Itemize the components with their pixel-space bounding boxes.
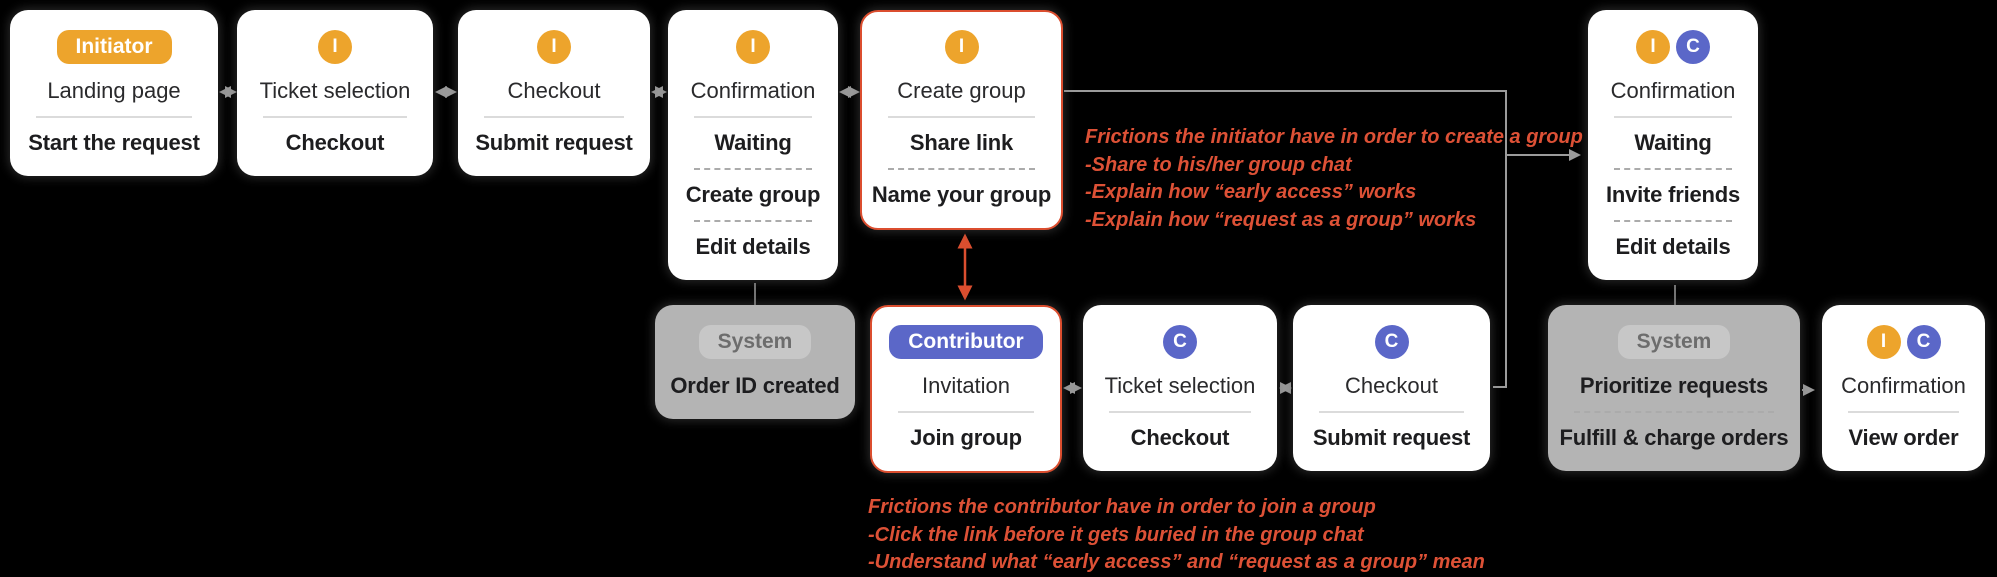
note-contributor-frictions[interactable]: Frictions the contributor have in order … (868, 494, 1485, 577)
card-title: Invitation (921, 373, 1011, 398)
contributor-badge: C (1374, 325, 1409, 359)
card-ticket-selection-contributor[interactable]: C Ticket selection Checkout (1083, 305, 1277, 471)
divider (36, 116, 192, 118)
card-action: View order (1848, 425, 1959, 450)
contributor-badge: Contributor (889, 325, 1043, 359)
card-action: Submit request (1312, 425, 1471, 450)
initiator-badge: Initiator (56, 30, 172, 64)
card-title: Landing page (47, 78, 181, 103)
note-line: Frictions the initiator have in order to… (1085, 126, 1583, 148)
contributor-badge: C (1676, 30, 1710, 64)
divider (484, 116, 624, 118)
card-action: Waiting (1634, 130, 1712, 155)
note-line: -Explain how “early access” works (1085, 181, 1417, 203)
divider (1614, 116, 1732, 118)
initiator-badge: I (736, 30, 770, 64)
system-badge: System (698, 325, 812, 359)
card-action: Order ID created (670, 373, 840, 398)
card-title: Checkout (507, 78, 601, 103)
card-system-order-id[interactable]: System Order ID created (655, 305, 855, 419)
card-action: Fulfill & charge orders (1559, 425, 1789, 450)
divider-dashed (694, 168, 812, 170)
note-line: -Click the link before it gets buried in… (868, 523, 1364, 546)
divider-dashed (1614, 220, 1732, 222)
card-confirmation-initiator-contributor[interactable]: I C Confirmation Waiting Invite friends … (1588, 10, 1758, 280)
card-title: Confirmation (690, 78, 816, 103)
card-action: Waiting (714, 130, 792, 155)
card-action: Prioritize requests (1579, 373, 1769, 398)
card-action: Join group (910, 425, 1022, 450)
card-title: Confirmation (1841, 373, 1966, 398)
divider-dashed (1574, 411, 1774, 413)
card-title: Confirmation (1610, 78, 1736, 103)
initiator-badge: I (318, 30, 352, 64)
divider (898, 411, 1034, 413)
divider (263, 116, 407, 118)
card-action: Edit details (1615, 234, 1731, 259)
card-action: Invite friends (1605, 182, 1741, 207)
note-line: Frictions the contributor have in order … (868, 496, 1376, 518)
card-action: Edit details (695, 234, 811, 259)
card-title: Checkout (1345, 373, 1438, 398)
card-create-group[interactable]: I Create group Share link Name your grou… (860, 10, 1063, 230)
divider (694, 116, 812, 118)
divider-dashed (1614, 168, 1732, 170)
card-title: Ticket selection (259, 78, 411, 103)
contributor-badge: C (1163, 325, 1197, 359)
card-action: Checkout (1130, 425, 1230, 450)
initiator-badge: I (1636, 30, 1670, 64)
initiator-badge: I (537, 30, 571, 64)
card-checkout-initiator[interactable]: I Checkout Submit request (458, 10, 650, 176)
card-action: Checkout (285, 130, 385, 155)
card-contributor-invitation[interactable]: Contributor Invitation Join group (870, 305, 1062, 473)
note-line: -Share to his/her group chat (1085, 153, 1352, 176)
card-action: Share link (909, 130, 1014, 155)
note-line: -Explain how “request as a group” works (1085, 208, 1477, 231)
system-badge: System (1617, 325, 1731, 359)
card-confirmation-view-order[interactable]: I C Confirmation View order (1822, 305, 1985, 471)
card-ticket-selection-initiator[interactable]: I Ticket selection Checkout (237, 10, 433, 176)
note-initiator-frictions[interactable]: Frictions the initiator have in order to… (1085, 124, 1583, 234)
card-title: Create group (897, 78, 1026, 103)
card-action: Submit request (475, 130, 633, 155)
divider (1848, 411, 1959, 413)
note-line: -Understand what “early access” and “req… (868, 551, 1485, 573)
card-system-fulfill[interactable]: System Prioritize requests Fulfill & cha… (1548, 305, 1800, 471)
divider-dashed (888, 168, 1035, 170)
card-checkout-contributor[interactable]: C Checkout Submit request (1293, 305, 1490, 471)
divider (888, 116, 1035, 118)
divider (1109, 411, 1251, 413)
card-action: Name your group (871, 182, 1052, 207)
initiator-badge: I (944, 30, 979, 64)
divider-dashed (694, 220, 812, 222)
divider (1319, 411, 1464, 413)
card-action: Start the request (28, 130, 200, 155)
card-action: Create group (685, 182, 821, 207)
initiator-badge: I (1866, 325, 1901, 359)
contributor-badge: C (1906, 325, 1941, 359)
card-title: Ticket selection (1104, 373, 1256, 398)
card-landing-page[interactable]: Initiator Landing page Start the request (10, 10, 218, 176)
card-confirmation-initiator[interactable]: I Confirmation Waiting Create group Edit… (668, 10, 838, 280)
